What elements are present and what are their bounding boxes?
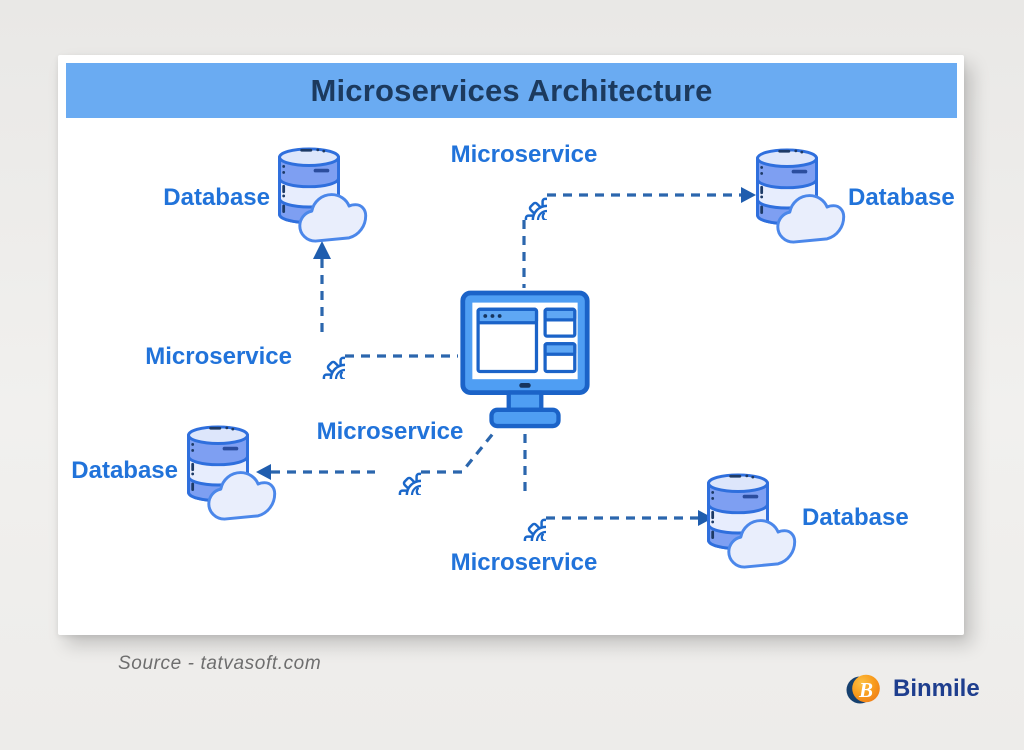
database-cloud-icon (183, 423, 277, 523)
database-label: Database (802, 504, 909, 531)
source-attribution: Source - tatvasoft.com (118, 653, 322, 674)
monitor-browser-icon (458, 288, 592, 434)
infographic-card: Microservices Architecture (58, 55, 964, 635)
database-cloud-icon (703, 471, 797, 571)
brand-initial: B (858, 678, 873, 702)
binmile-brand-text: Binmile (893, 675, 980, 702)
database-label: Database (848, 184, 955, 211)
page-title: Microservices Architecture (310, 72, 713, 108)
microservice-label: Microservice (145, 343, 292, 370)
microservice-label: Microservice (450, 141, 598, 168)
microservice-label: Microservice (450, 549, 598, 576)
database-label: Database (71, 457, 178, 484)
gear-wrench-icon (500, 495, 546, 541)
microservice-label: Microservice (316, 418, 464, 445)
binmile-logo: B Binmile (846, 667, 980, 711)
database-label: Database (163, 184, 270, 211)
gear-wrench-icon (501, 174, 547, 220)
architecture-diagram: Database Microservice Database Microserv… (58, 55, 964, 635)
header-banner: Microservices Architecture (66, 63, 957, 118)
binmile-logo-icon: B (846, 674, 880, 704)
gear-wrench-icon (299, 333, 345, 379)
database-cloud-icon (274, 145, 368, 245)
database-cloud-icon (752, 146, 846, 246)
gear-wrench-icon (375, 449, 421, 495)
